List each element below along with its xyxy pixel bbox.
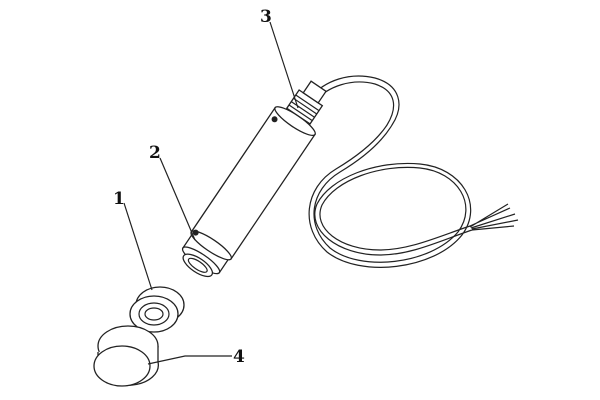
callout-3: 3 (260, 7, 272, 27)
leader-line-1 (123, 202, 153, 291)
callout-2: 2 (149, 143, 161, 163)
leader-line-4 (147, 355, 232, 365)
leader-line-3 (269, 21, 299, 109)
callout-1: 1 (113, 189, 125, 209)
sensor-body (181, 80, 327, 278)
callout-4: 4 (233, 347, 245, 367)
part-1-ring (129, 286, 185, 333)
part-4-cap (93, 325, 159, 387)
leader-line-2 (159, 157, 196, 241)
cable (308, 75, 519, 268)
